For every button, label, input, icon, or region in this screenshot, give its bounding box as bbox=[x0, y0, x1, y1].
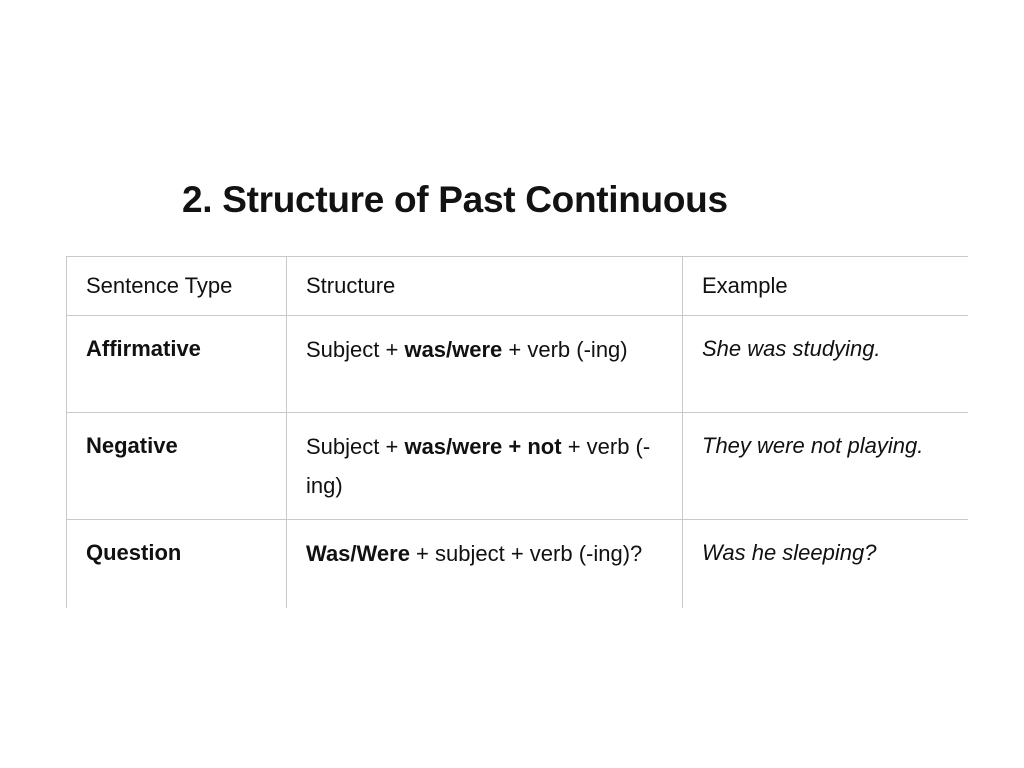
sentence-type-label: Negative bbox=[86, 433, 178, 458]
table-header-row: Sentence Type Structure Example bbox=[66, 256, 968, 316]
sentence-type-label: Question bbox=[86, 540, 182, 565]
structure-text: Was/Were + subject + verb (-ing)? bbox=[306, 541, 643, 566]
table-row: Affirmative Subject + was/were + verb (-… bbox=[66, 315, 968, 413]
cell-structure: Subject + was/were + not + verb (-ing) bbox=[286, 412, 683, 520]
cell-example: Was he sleeping? bbox=[682, 519, 968, 608]
column-header-sentence-type: Sentence Type bbox=[66, 256, 287, 316]
column-header-example-label: Example bbox=[702, 273, 788, 298]
page-title: 2. Structure of Past Continuous bbox=[182, 179, 728, 220]
cell-structure: Was/Were + subject + verb (-ing)? bbox=[286, 519, 683, 608]
cell-example: She was studying. bbox=[682, 315, 968, 413]
cell-example: They were not playing. bbox=[682, 412, 968, 520]
cell-sentence-type: Affirmative bbox=[66, 315, 287, 413]
structure-table: Sentence Type Structure Example Affirmat… bbox=[66, 256, 968, 608]
table-header: Sentence Type Structure Example bbox=[66, 256, 968, 316]
example-text: Was he sleeping? bbox=[702, 540, 877, 565]
example-text: They were not playing. bbox=[702, 433, 924, 458]
cell-sentence-type: Question bbox=[66, 519, 287, 608]
structure-text: Subject + was/were + not + verb (-ing) bbox=[306, 434, 651, 498]
table-body: Affirmative Subject + was/were + verb (-… bbox=[66, 315, 968, 608]
table-scroll-region: Sentence Type Structure Example Affirmat… bbox=[66, 256, 968, 608]
table-row: Question Was/Were + subject + verb (-ing… bbox=[66, 519, 968, 608]
column-header-sentence-type-label: Sentence Type bbox=[86, 273, 233, 298]
cell-structure: Subject + was/were + verb (-ing) bbox=[286, 315, 683, 413]
column-header-example: Example bbox=[682, 256, 968, 316]
table-row: Negative Subject + was/were + not + verb… bbox=[66, 412, 968, 520]
sentence-type-label: Affirmative bbox=[86, 336, 201, 361]
column-header-structure-label: Structure bbox=[306, 273, 396, 298]
structure-text: Subject + was/were + verb (-ing) bbox=[306, 337, 628, 362]
cell-sentence-type: Negative bbox=[66, 412, 287, 520]
example-text: She was studying. bbox=[702, 336, 881, 361]
column-header-structure: Structure bbox=[286, 256, 683, 316]
